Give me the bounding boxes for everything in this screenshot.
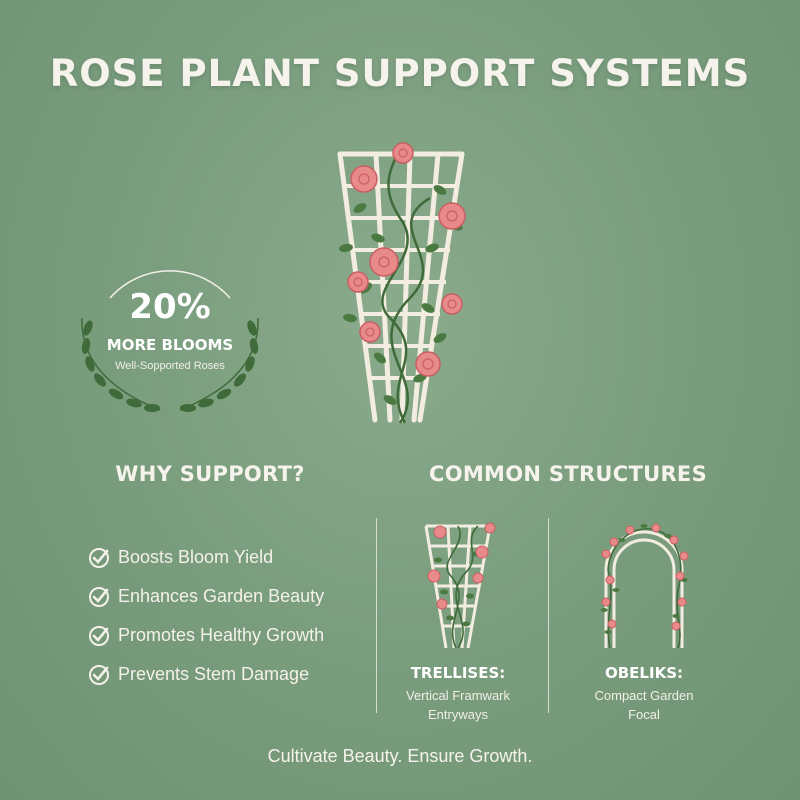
check-icon (89, 586, 109, 607)
divider (376, 518, 377, 713)
stat-sublabel: Well-Sopported Roses (115, 360, 225, 372)
why-support-heading: WHY SUPPORT? (115, 462, 305, 486)
trellises-description-line1: Vertical Framwark (405, 688, 511, 703)
list-item: Boosts Bloom Yield (88, 538, 378, 577)
benefit-label: Boosts Bloom Yield (118, 547, 274, 567)
list-item: Enhances Garden Beauty (88, 577, 378, 616)
stat-label: MORE BLOOMS (106, 336, 234, 354)
obeliks-description-line2: Focal (628, 707, 660, 722)
trellises-title: TRELLISES: (410, 664, 506, 682)
benefit-label: Enhances Garden Beauty (118, 586, 325, 606)
obeliks-title: OBELIKS: (605, 664, 683, 682)
benefit-label: Prevents Stem Damage (118, 664, 310, 684)
list-item: Prevents Stem Damage (88, 655, 378, 694)
footer-tagline: Cultivate Beauty. Ensure Growth. (267, 746, 533, 766)
stat-value: 20% (129, 287, 211, 327)
obeliks-description-line1: Compact Garden (594, 688, 694, 703)
check-icon (89, 547, 109, 568)
check-icon (89, 664, 109, 685)
laurel-wreath-icon (81, 270, 259, 412)
divider (548, 518, 549, 713)
common-structures-heading: COMMON STRUCTURES (429, 462, 707, 486)
list-item: Promotes Healthy Growth (88, 616, 378, 655)
check-icon (89, 625, 109, 646)
benefit-label: Promotes Healthy Growth (118, 625, 325, 645)
page-title: ROSE PLANT SUPPORT SYSTEMS (49, 52, 751, 95)
mini-trellis-illustration (424, 522, 496, 649)
rose-arch-illustration (600, 523, 689, 649)
climbing-rose-trellis-illustration (337, 142, 466, 424)
benefits-list: Boosts Bloom Yield Enhances Garden Beaut… (88, 538, 378, 694)
trellises-description-line2: Entryways (428, 707, 488, 722)
